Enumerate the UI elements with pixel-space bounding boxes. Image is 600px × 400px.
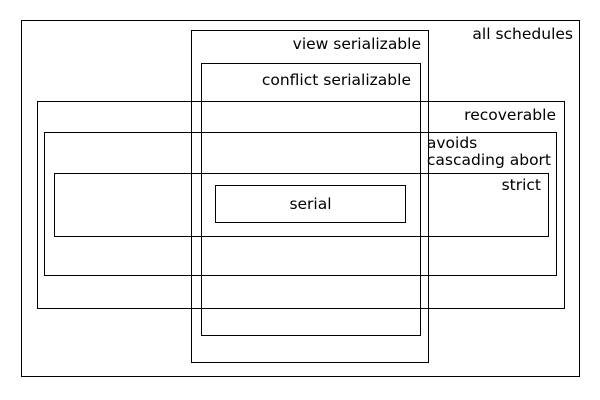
box-view-serializable: view serializable bbox=[191, 30, 429, 363]
label-recoverable: recoverable bbox=[464, 106, 556, 124]
box-avoids-cascading-abort: avoids cascading abort bbox=[44, 132, 557, 276]
box-recoverable: recoverable bbox=[37, 101, 565, 309]
label-serial: serial bbox=[289, 194, 332, 213]
label-avoids-cascading-abort: avoids cascading abort bbox=[426, 134, 551, 169]
label-all-schedules: all schedules bbox=[472, 25, 573, 43]
box-all-schedules: all schedules bbox=[21, 20, 580, 377]
box-strict: strict bbox=[54, 173, 549, 237]
label-strict: strict bbox=[501, 176, 541, 194]
label-view-serializable: view serializable bbox=[292, 35, 421, 53]
box-conflict-serializable: conflict serializable bbox=[201, 63, 421, 336]
label-conflict-serializable: conflict serializable bbox=[261, 71, 411, 89]
box-serial: serial bbox=[215, 185, 406, 223]
